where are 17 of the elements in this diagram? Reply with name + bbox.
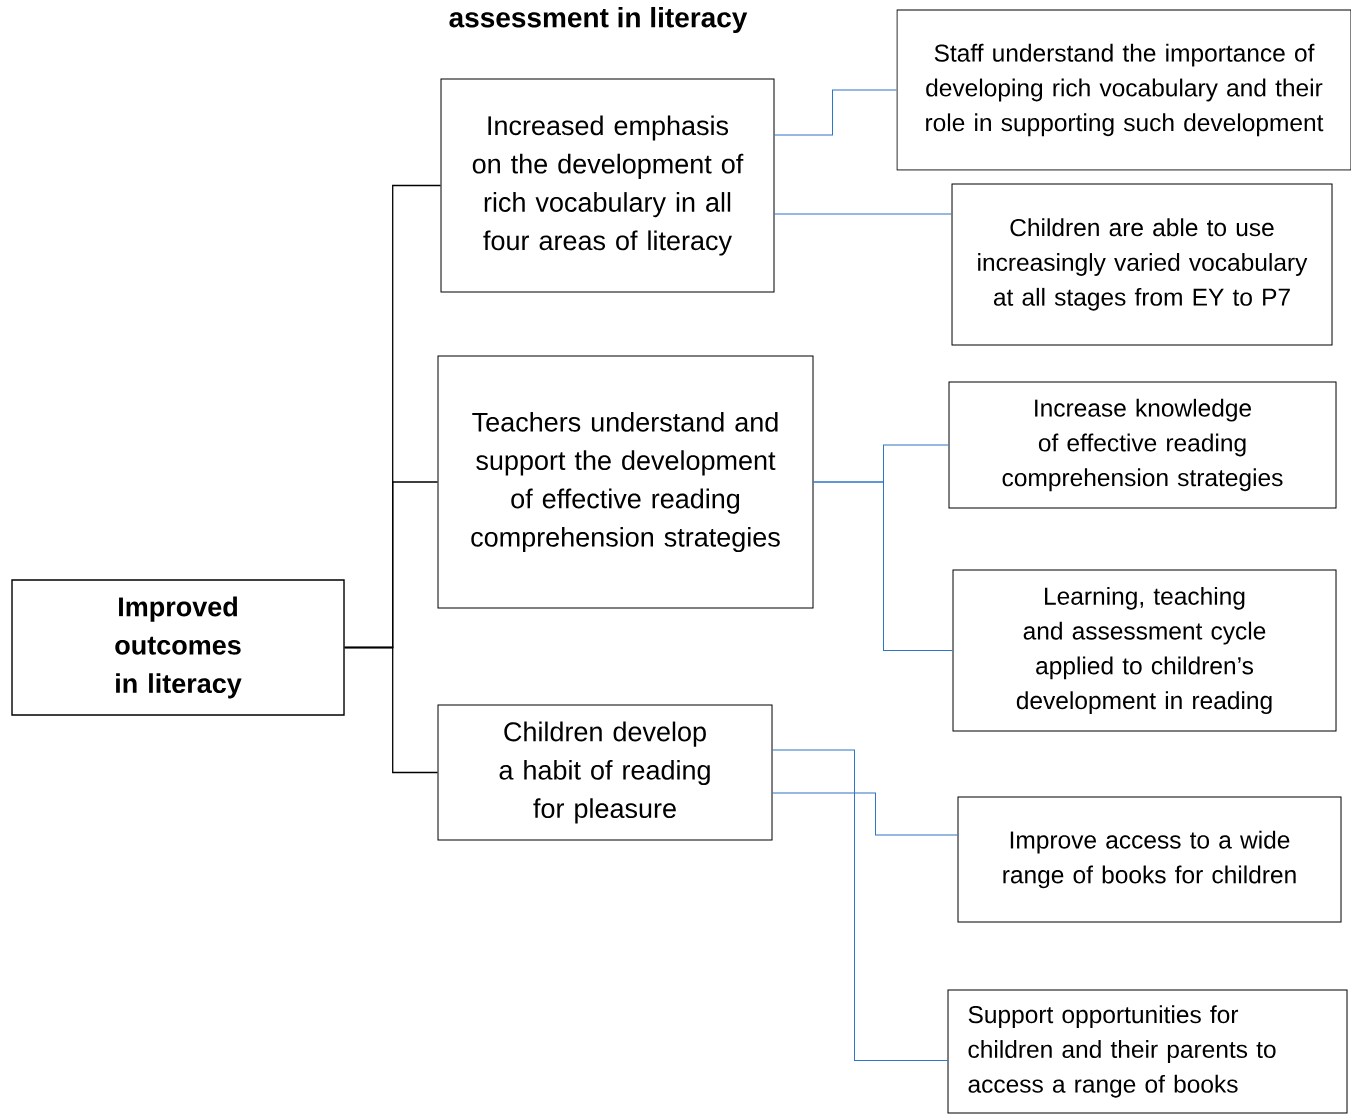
text-box: Increase knowledge of effective reading comprehension strategies	[948, 381, 1337, 509]
connector-line	[344, 646, 439, 774]
connector-line	[774, 89, 897, 136]
text-box: Staff understand the importance of developing rich vocabulary and their role in supporting such development	[896, 9, 1351, 171]
connector-line	[772, 749, 948, 1061]
title: assessment in literacy	[449, 6, 748, 34]
text-box: Children are able to use increasingly varied vocabulary at all stages from EY to P7	[951, 183, 1333, 346]
connector-line	[813, 481, 953, 651]
text-box: Improve access to a wide range of books for children	[957, 796, 1342, 923]
connector-line	[774, 213, 952, 215]
connector-line	[772, 792, 958, 836]
text-box: Increased emphasis on the development of rich vocabulary in all four areas of literacy	[440, 78, 775, 293]
text-box: Learning, teaching and assessment cycle applied to children’s development in reading	[952, 569, 1337, 732]
text-box: Support opportunities for children and their parents to access a range of books	[947, 989, 1348, 1114]
text-box: Children develop a habit of reading for pleasure	[437, 704, 773, 841]
text-box: Teachers understand and support the development of effective reading comprehension strategies	[437, 355, 814, 609]
outcome-box: Improved outcomes in literacy	[11, 579, 345, 716]
